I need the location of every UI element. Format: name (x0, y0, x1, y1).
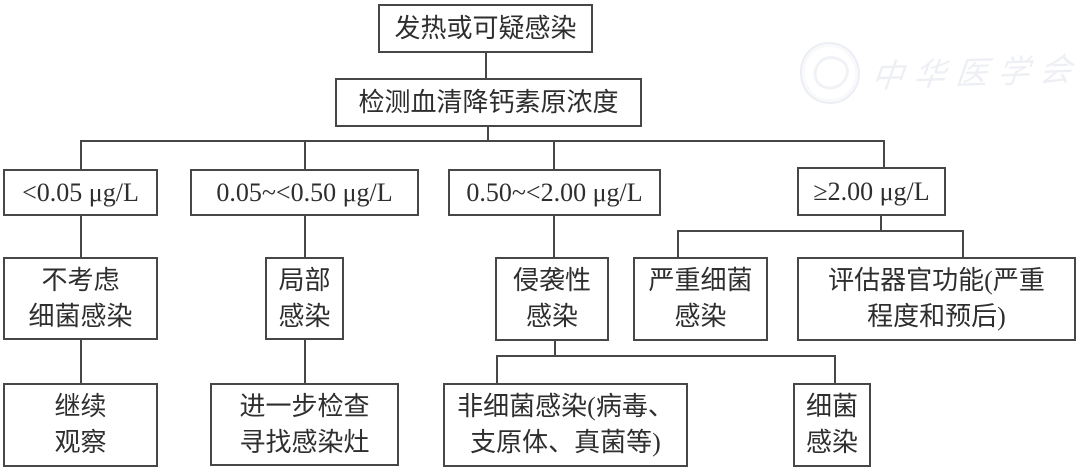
node-continue-observation: 继续 观察 (3, 383, 158, 467)
node-label: <0.05 μg/L (22, 177, 139, 207)
connector-result1-action (80, 339, 82, 383)
node-label: 感染 (674, 302, 727, 331)
node-non-bacterial-infection: 非细菌感染(病毒、 支原体、真菌等) (443, 383, 688, 467)
node-local-infection: 局部 感染 (265, 257, 344, 340)
node-label: 感染 (278, 301, 331, 331)
node-range-0.50-2.00: 0.50~<2.00 μg/L (448, 169, 661, 216)
node-label: 评估器官功能(严重 (828, 266, 1045, 295)
connector-branch4-stem (880, 215, 882, 231)
node-label: 发热或可疑感染 (394, 13, 577, 43)
connector-test-stem (487, 127, 489, 140)
node-label: ≥2.00 μg/L (813, 176, 930, 206)
node-range-ge-2.00: ≥2.00 μg/L (797, 167, 946, 216)
connector-branch4-split-bar (677, 230, 964, 232)
connector-branch1-result (80, 215, 82, 257)
connector-invasive-stem (554, 340, 556, 357)
connector-main-branch-bar (80, 140, 885, 142)
node-label: 感染 (525, 302, 578, 331)
node-label: 不考虑 (41, 265, 120, 295)
connector-drop-non-bacterial (496, 355, 498, 383)
node-label: 继续 (54, 392, 107, 421)
connector-drop-branch3 (553, 140, 555, 169)
node-label: 进一步检查 (239, 391, 370, 421)
node-label: 程度和预后) (867, 302, 1006, 331)
connector-result2-action (304, 339, 306, 383)
node-label: 支原体、真菌等) (470, 428, 661, 457)
node-assess-organ-function: 评估器官功能(严重 程度和预后) (797, 257, 1076, 341)
node-label: 局部 (278, 265, 331, 295)
node-range-0.05-0.50: 0.05~<0.50 μg/L (190, 169, 419, 216)
node-further-exam-find-focus: 进一步检查 寻找感染灶 (210, 383, 399, 466)
connector-drop-assess-organ (962, 230, 964, 257)
node-label: 侵袭性 (512, 266, 591, 295)
connector-start-test (485, 53, 487, 78)
node-label: 细菌感染 (28, 301, 133, 331)
connector-drop-branch1 (80, 140, 82, 169)
node-label: 寻找感染灶 (239, 427, 370, 457)
connector-invasive-split-bar (496, 355, 836, 357)
watermark-text: 中华医学会 (869, 51, 1080, 95)
connector-branch2-result (304, 215, 306, 257)
node-test-serum-procalcitonin: 检测血清降钙素原浓度 (335, 78, 642, 127)
node-range-lt-0.05: <0.05 μg/L (3, 169, 158, 216)
node-bacterial-infection: 细菌 感染 (793, 383, 871, 467)
connector-drop-branch2 (304, 140, 306, 169)
connector-drop-bacterial (834, 355, 836, 383)
node-label: 0.05~<0.50 μg/L (216, 177, 393, 207)
node-invasive-infection: 侵袭性 感染 (495, 257, 609, 341)
connector-drop-branch4 (883, 140, 885, 167)
node-label: 非细菌感染(病毒、 (457, 392, 674, 421)
connector-drop-severe-bacterial (677, 230, 679, 257)
node-label: 严重细菌 (648, 266, 753, 295)
node-label: 感染 (805, 428, 858, 457)
node-label: 0.50~<2.00 μg/L (466, 177, 643, 207)
node-label: 细菌 (805, 392, 858, 421)
node-severe-bacterial-infection: 严重细菌 感染 (633, 257, 768, 341)
connector-branch3-result (553, 215, 555, 257)
node-label: 观察 (54, 428, 107, 457)
node-fever-or-suspected-infection: 发热或可疑感染 (378, 4, 593, 53)
node-no-bacterial-infection: 不考虑 细菌感染 (3, 257, 158, 340)
medical-society-emblem-icon (800, 42, 860, 104)
node-label: 检测血清降钙素原浓度 (358, 87, 619, 117)
